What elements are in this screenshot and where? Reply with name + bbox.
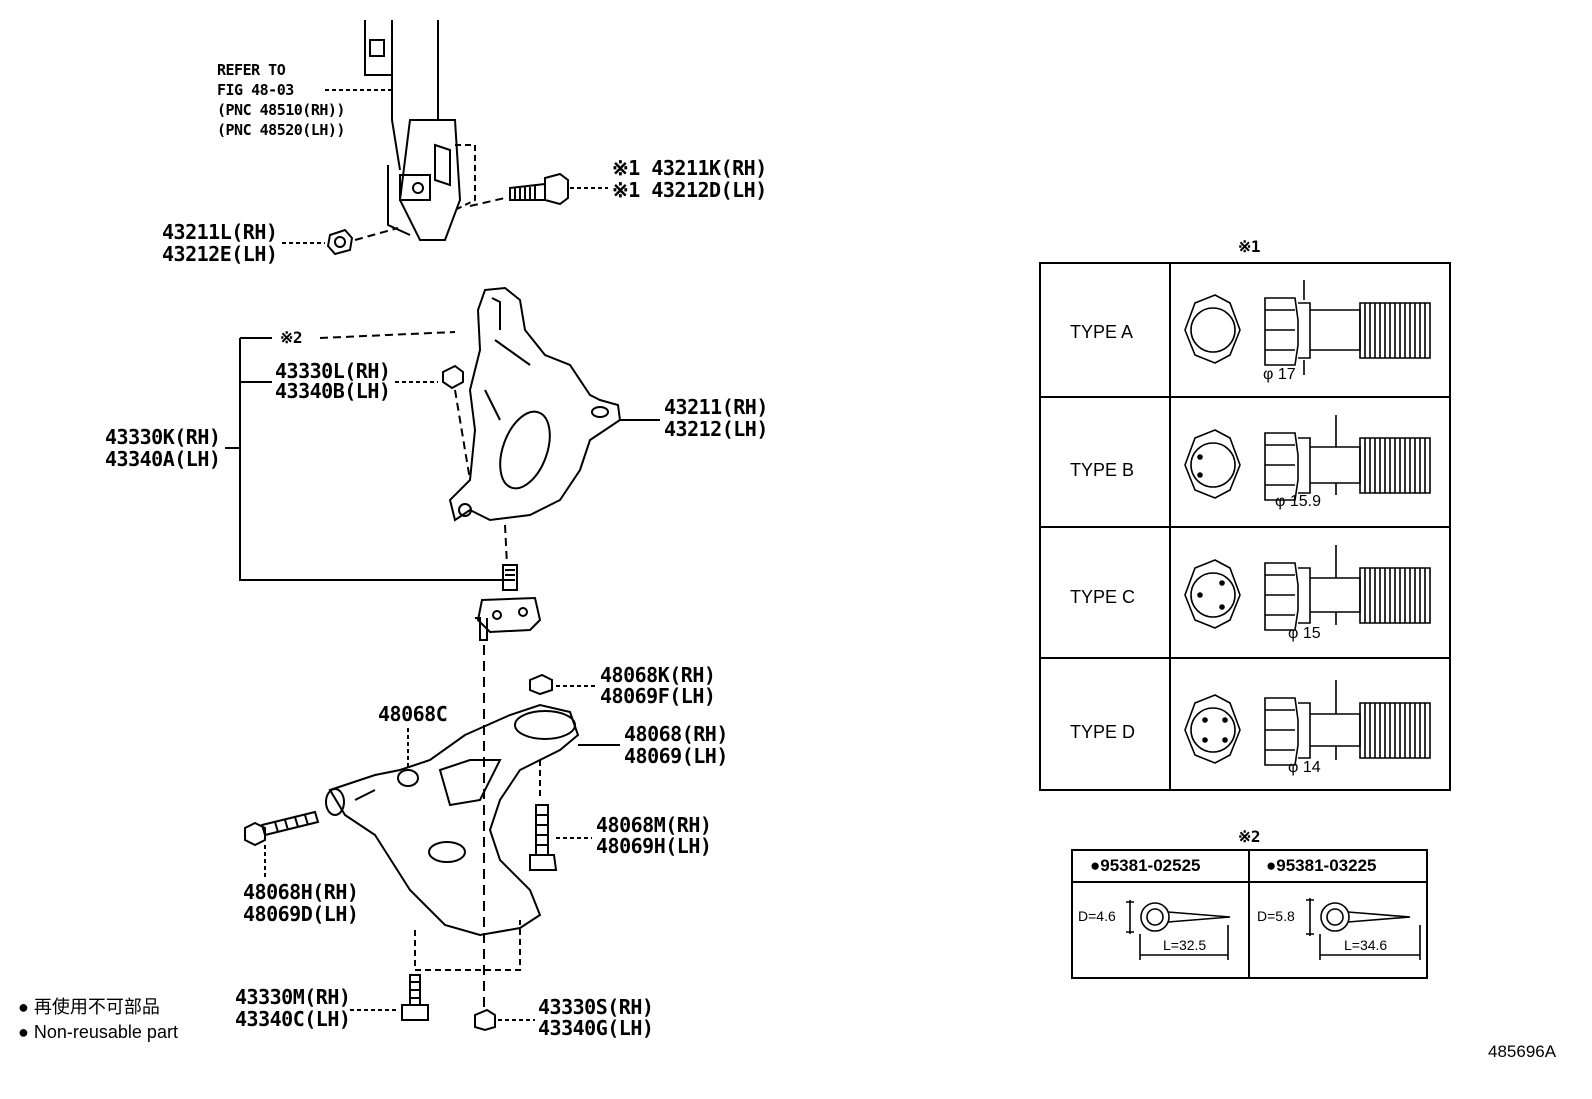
type-b-label: TYPE B xyxy=(1070,460,1135,480)
part-label-43330S[interactable]: 43330S(RH) xyxy=(538,995,654,1019)
part-label-48068M[interactable]: 48068M(RH) xyxy=(596,813,712,837)
refer-line-2: FIG 48-03 xyxy=(217,81,294,99)
refer-line-4: (PNC 48520(LH)) xyxy=(217,121,345,139)
legend-english: ● Non-reusable part xyxy=(18,1022,178,1042)
part-label-43212D[interactable]: ※1 43212D(LH) xyxy=(612,178,767,202)
bushing-drawing xyxy=(397,728,419,787)
type-d-diameter: φ 14 xyxy=(1288,759,1321,776)
legend-japanese: ● 再使用不可部品 xyxy=(18,997,160,1017)
front-bolt-drawing xyxy=(244,810,320,880)
steering-knuckle-drawing xyxy=(448,286,622,522)
part-label-43330M[interactable]: 43330M(RH) xyxy=(235,985,351,1009)
part-label-43212[interactable]: 43212(LH) xyxy=(664,417,768,441)
part-label-48069[interactable]: 48069(LH) xyxy=(624,744,728,768)
ball-joint-nut-drawing xyxy=(442,364,471,481)
bottom-nut-drawing xyxy=(474,1008,535,1032)
refer-line-1: REFER TO xyxy=(217,61,286,79)
cotter-2-l: L=34.6 xyxy=(1344,937,1388,953)
type-b-diameter: φ 15.9 xyxy=(1275,493,1321,510)
cotter-1-d: D=4.6 xyxy=(1078,908,1116,924)
note-mark-2: ※2 xyxy=(280,328,303,347)
lower-control-arm-drawing xyxy=(325,703,620,937)
part-label-43330K[interactable]: 43330K(RH) xyxy=(105,425,221,449)
table1-mark: ※1 xyxy=(1238,237,1261,256)
knuckle-bolt-drawing xyxy=(350,920,521,1021)
part-label-43340B[interactable]: 43340B(LH) xyxy=(275,379,391,403)
ball-joint-drawing xyxy=(475,524,542,1010)
cotter-pin-part-2[interactable]: ●95381-03225 xyxy=(1266,856,1377,875)
part-label-48068K[interactable]: 48068K(RH) xyxy=(600,663,716,687)
type-a-diameter: φ 17 xyxy=(1263,366,1296,383)
cotter-2-d: D=5.8 xyxy=(1257,908,1295,924)
cotter-1-l: L=32.5 xyxy=(1163,937,1207,953)
part-label-43330L[interactable]: 43330L(RH) xyxy=(275,359,391,383)
part-label-43340A[interactable]: 43340A(LH) xyxy=(105,447,221,471)
rear-bolt-drawing xyxy=(529,804,592,871)
knuckle-group-bracket xyxy=(225,331,510,581)
part-label-48069F[interactable]: 48069F(LH) xyxy=(600,684,716,708)
part-label-43340C[interactable]: 43340C(LH) xyxy=(235,1007,351,1031)
type-c-label: TYPE C xyxy=(1070,587,1136,607)
camber-bolt-drawing xyxy=(469,172,608,207)
type-a-label: TYPE A xyxy=(1070,322,1134,342)
part-label-48069D[interactable]: 48069D(LH) xyxy=(243,902,359,926)
part-label-43340G[interactable]: 43340G(LH) xyxy=(538,1016,654,1040)
table1-grid xyxy=(1039,262,1451,791)
camber-nut-drawing xyxy=(282,227,399,256)
cotter-pin-part-1[interactable]: ●95381-02525 xyxy=(1090,856,1201,875)
part-label-43212E[interactable]: 43212E(LH) xyxy=(162,242,278,266)
part-label-48068[interactable]: 48068(RH) xyxy=(624,722,728,746)
part-label-48068C[interactable]: 48068C xyxy=(378,702,448,726)
part-label-48068H[interactable]: 48068H(RH) xyxy=(243,880,359,904)
type-c-diameter: φ 15 xyxy=(1288,625,1321,642)
lower-arm-nut-drawing xyxy=(529,673,596,696)
type-d-label: TYPE D xyxy=(1070,722,1136,742)
leader-lines xyxy=(325,89,660,421)
part-label-43211K[interactable]: ※1 43211K(RH) xyxy=(612,156,767,180)
bolt-type-drawings xyxy=(1184,280,1431,766)
table2-grid xyxy=(1071,849,1428,979)
part-label-48069H[interactable]: 48069H(LH) xyxy=(596,834,712,858)
part-label-43211L[interactable]: 43211L(RH) xyxy=(162,220,278,244)
cotter-pin-drawings xyxy=(1126,898,1421,960)
figure-id: 485696A xyxy=(1488,1042,1557,1061)
part-label-43211[interactable]: 43211(RH) xyxy=(664,395,768,419)
table2-mark: ※2 xyxy=(1238,827,1261,846)
strut-assembly-drawing xyxy=(364,20,476,241)
refer-line-3: (PNC 48510(RH)) xyxy=(217,101,345,119)
